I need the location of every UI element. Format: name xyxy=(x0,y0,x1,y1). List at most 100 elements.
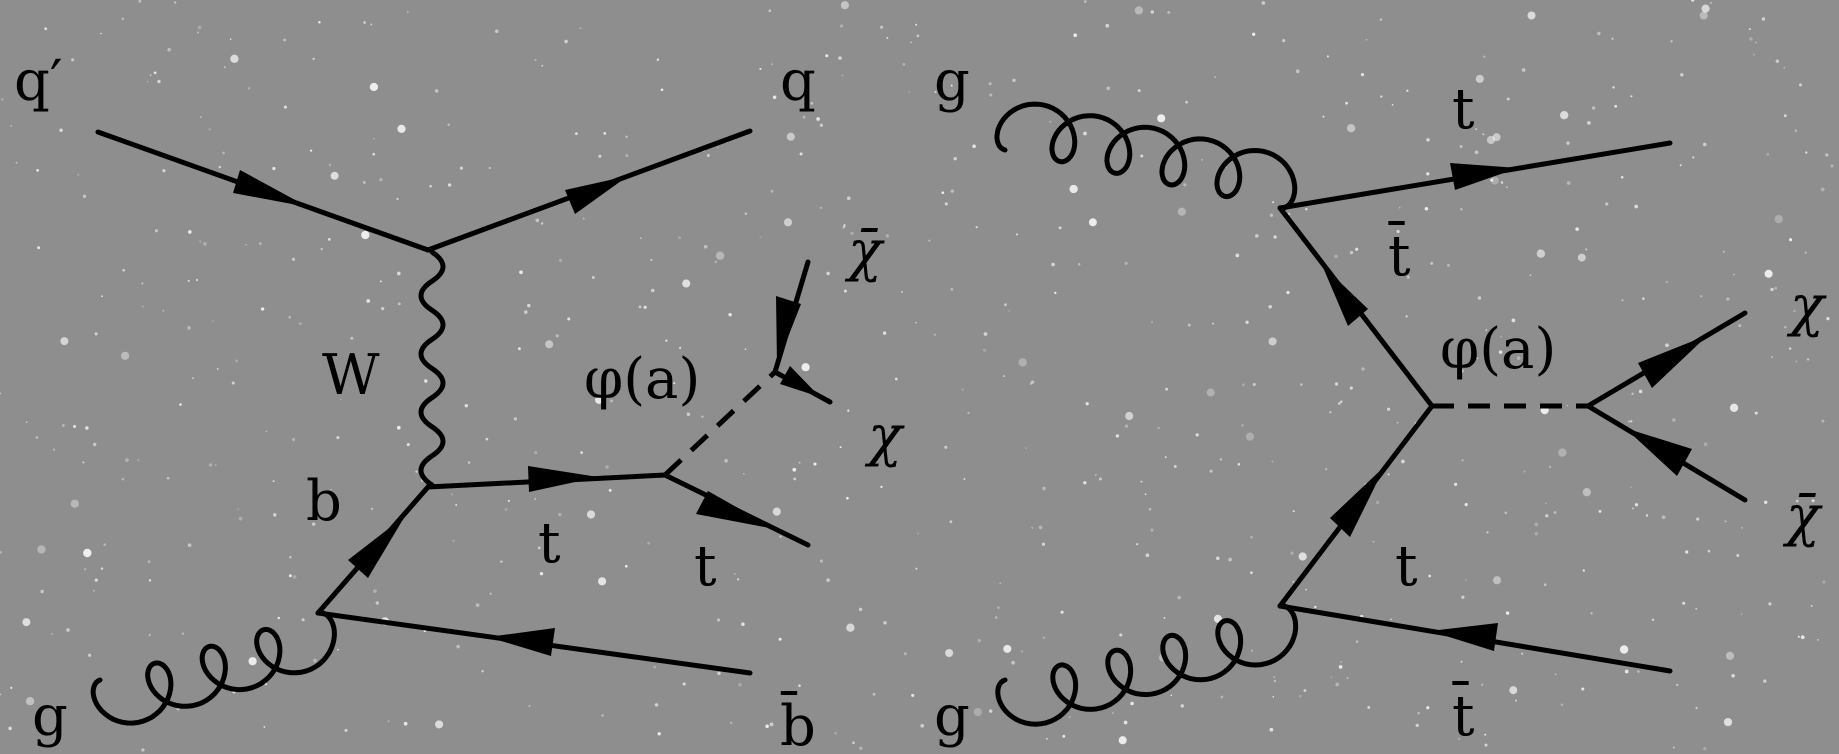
star xyxy=(1529,274,1532,277)
star xyxy=(229,38,232,41)
star xyxy=(25,697,35,706)
star xyxy=(1346,677,1349,679)
star xyxy=(1292,580,1295,583)
star xyxy=(1774,286,1778,290)
star xyxy=(1030,380,1035,384)
label-chi-bar: χ̄ xyxy=(844,219,885,284)
star xyxy=(598,154,602,158)
star xyxy=(1651,618,1655,622)
star xyxy=(147,560,151,564)
star xyxy=(375,601,380,605)
star xyxy=(1295,69,1300,74)
star xyxy=(1484,743,1488,747)
star xyxy=(1453,482,1458,487)
star xyxy=(944,445,948,449)
star xyxy=(1679,164,1682,167)
star xyxy=(272,480,275,483)
star xyxy=(802,115,806,119)
star xyxy=(1330,676,1333,679)
star xyxy=(350,336,354,340)
star xyxy=(82,461,85,464)
star xyxy=(1140,154,1144,158)
star xyxy=(920,723,925,728)
star xyxy=(771,63,773,65)
star xyxy=(1322,115,1325,118)
star xyxy=(187,279,190,282)
star xyxy=(656,58,660,61)
star xyxy=(320,247,323,251)
star xyxy=(1426,706,1430,710)
star xyxy=(1406,275,1410,279)
star xyxy=(197,31,200,34)
star xyxy=(1521,68,1526,72)
star xyxy=(1764,500,1768,504)
star xyxy=(1481,683,1484,686)
star xyxy=(944,202,948,206)
star xyxy=(397,124,406,134)
star xyxy=(605,465,609,469)
star xyxy=(1545,514,1549,518)
star xyxy=(1173,465,1177,468)
star xyxy=(975,225,978,229)
star xyxy=(643,305,647,309)
star xyxy=(733,573,736,575)
star xyxy=(344,728,348,732)
star xyxy=(840,1,849,10)
star xyxy=(1553,511,1557,514)
star xyxy=(798,684,801,688)
star xyxy=(1566,181,1571,185)
star xyxy=(1630,486,1632,489)
star xyxy=(759,67,762,70)
star xyxy=(977,638,981,643)
star xyxy=(779,535,782,538)
star xyxy=(1069,184,1078,194)
star xyxy=(716,618,721,622)
star xyxy=(598,577,607,586)
star xyxy=(1784,325,1787,329)
star xyxy=(813,462,817,466)
star xyxy=(1130,701,1134,706)
star xyxy=(910,41,913,44)
star xyxy=(1483,55,1486,58)
star xyxy=(1587,121,1591,125)
star xyxy=(534,58,537,62)
star xyxy=(834,731,837,735)
star xyxy=(1345,101,1348,105)
star xyxy=(192,377,194,379)
star xyxy=(248,657,257,666)
star xyxy=(591,276,595,279)
star xyxy=(1797,635,1800,638)
star xyxy=(101,295,103,298)
star xyxy=(330,488,332,491)
star xyxy=(647,541,651,545)
star xyxy=(769,722,774,727)
star xyxy=(309,149,313,152)
star xyxy=(369,82,379,92)
star xyxy=(1051,262,1055,267)
star xyxy=(1560,703,1564,707)
star xyxy=(1349,250,1354,255)
star xyxy=(1085,402,1089,406)
star xyxy=(1326,55,1329,58)
star xyxy=(73,424,77,429)
star xyxy=(1738,324,1742,328)
star xyxy=(798,461,801,464)
star xyxy=(1789,238,1793,242)
star xyxy=(1474,150,1479,155)
star xyxy=(1380,95,1383,98)
star xyxy=(989,709,993,713)
star xyxy=(1695,607,1698,610)
star xyxy=(1136,543,1139,546)
star xyxy=(1334,382,1339,386)
star xyxy=(880,485,883,489)
star xyxy=(1375,500,1380,505)
star xyxy=(564,39,568,44)
star xyxy=(1177,207,1186,216)
star xyxy=(187,230,192,234)
star xyxy=(1379,18,1383,21)
star xyxy=(825,54,829,58)
star xyxy=(1029,382,1033,385)
star xyxy=(146,80,149,83)
star xyxy=(464,404,468,408)
